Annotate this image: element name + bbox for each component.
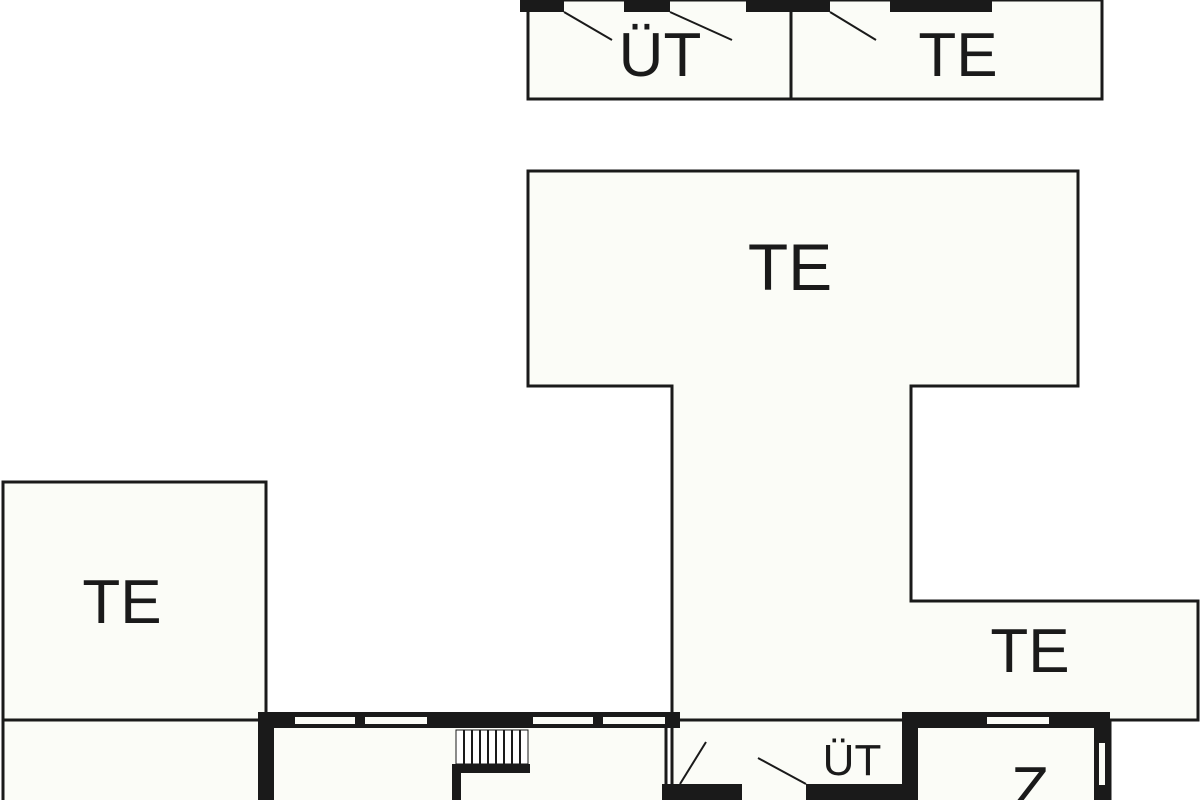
- room-left-square: [1, 480, 268, 722]
- window: [531, 715, 595, 726]
- room-label-right-annex: TE: [990, 617, 1069, 686]
- room-label-bottom-mid: ÜT: [823, 736, 882, 785]
- room-label-t-shape: TE: [748, 230, 832, 304]
- stairs: [455, 729, 529, 765]
- door-swing: [669, 11, 733, 41]
- window: [601, 715, 667, 726]
- window: [293, 715, 357, 726]
- window: [985, 715, 1051, 726]
- room-left-lower: [1, 718, 268, 800]
- room-t-shape: [526, 169, 1200, 722]
- room-label-top-right: TE: [918, 21, 997, 90]
- wall-segment: [902, 712, 918, 800]
- window: [363, 715, 429, 726]
- room-label-left-square: TE: [82, 568, 161, 637]
- wall-segment: [452, 764, 461, 800]
- wall-segment: [258, 712, 274, 800]
- wall-segment: [520, 0, 564, 12]
- wall-segment: [890, 0, 992, 12]
- door-swing: [679, 741, 707, 785]
- wall-segment: [452, 764, 530, 773]
- room-label-top-left: ÜT: [619, 21, 702, 90]
- window: [1097, 741, 1107, 787]
- door-swing: [829, 11, 877, 41]
- wall-segment: [806, 784, 916, 800]
- door-swing: [757, 757, 807, 785]
- wall-segment: [746, 0, 830, 12]
- top-rooms: ÜT TE: [520, 0, 1104, 101]
- door-swing: [563, 11, 613, 41]
- room-label-bottom-right: Z: [1011, 755, 1049, 800]
- room-top-right: [789, 0, 1104, 101]
- room-bottom-right: [908, 718, 1112, 800]
- wall-segment: [662, 784, 742, 800]
- wall-segment: [624, 0, 670, 12]
- bottom-building: ÜT Z: [258, 712, 1112, 800]
